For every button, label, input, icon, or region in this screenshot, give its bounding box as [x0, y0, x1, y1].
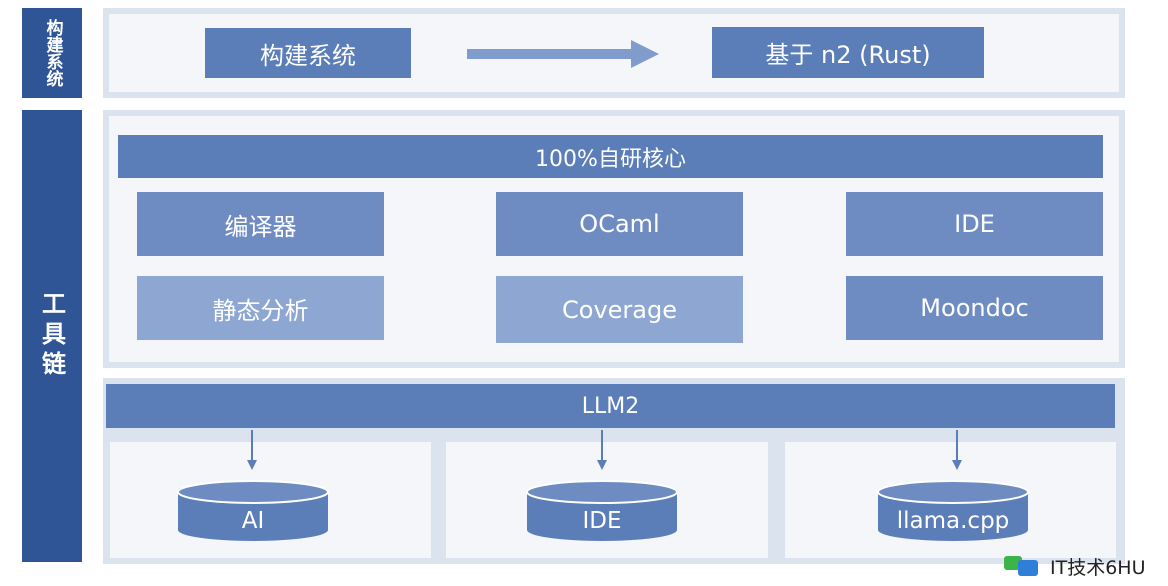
llama-cpp-label: llama.cpp	[896, 508, 1010, 534]
toolchain-side-label: 工具链	[22, 110, 82, 562]
ide-database-cylinder: IDE	[526, 480, 678, 542]
build-system-side-label: 构建系统	[22, 8, 82, 98]
core-header-bar: 100%自研核心	[118, 135, 1103, 178]
compiler-box: 编译器	[137, 192, 384, 256]
ocaml-box: OCaml	[496, 192, 743, 256]
arrow-down-icon	[247, 430, 257, 470]
arrow-right-icon	[467, 40, 659, 68]
arrow-down-icon	[597, 430, 607, 470]
coverage-box: Coverage	[496, 276, 743, 343]
moondoc-box: Moondoc	[846, 276, 1103, 340]
n2-rust-box: 基于 n2 (Rust)	[712, 27, 984, 78]
ide-label: IDE	[582, 508, 622, 534]
watermark: IT技术6HU	[1004, 552, 1146, 580]
toolchain-side-label-text: 工具链	[37, 291, 66, 381]
database-icon	[526, 480, 678, 541]
llm-header-bar: LLM2	[106, 384, 1115, 428]
build-system-box: 构建系统	[205, 28, 411, 78]
ide-box: IDE	[846, 192, 1103, 256]
database-icon	[177, 480, 329, 541]
database-icon	[877, 480, 1029, 541]
build-system-side-label-text: 构建系统	[42, 19, 63, 87]
watermark-text: IT技术6HU	[1050, 556, 1146, 579]
static-analysis-box: 静态分析	[137, 276, 384, 340]
chat-logo-icon	[1004, 556, 1038, 576]
ai-label: AI	[241, 508, 265, 534]
llama-database-cylinder: llama.cpp	[877, 480, 1029, 542]
ai-database-cylinder: AI	[177, 480, 329, 542]
arrow-down-icon	[952, 430, 962, 470]
